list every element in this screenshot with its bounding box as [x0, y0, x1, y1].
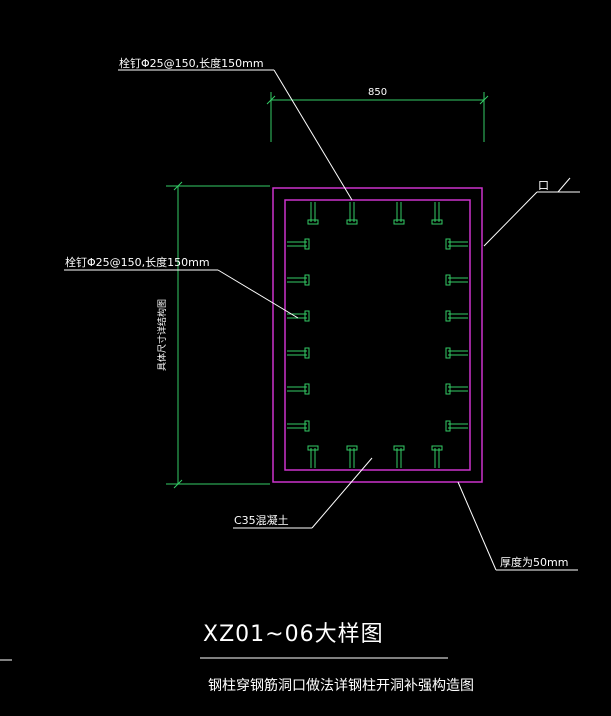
shear-studs — [287, 202, 468, 468]
inner-steel-plate — [284, 199, 471, 471]
leader-thickness — [457, 481, 578, 571]
shear-stud — [287, 347, 310, 359]
leader-stud-top — [118, 69, 353, 201]
thickness-label: 厚度为50mm — [500, 555, 568, 569]
shear-stud — [445, 274, 468, 286]
top-dimension — [266, 92, 489, 142]
shear-stud — [346, 445, 358, 468]
drawing-subtitle: 钢柱穿钢筋洞口做法详钢柱开洞补强构造图 — [208, 677, 474, 694]
shear-stud — [431, 445, 443, 468]
shear-stud — [445, 420, 468, 432]
dimension-width-text: 850 — [368, 87, 387, 98]
shear-stud — [393, 445, 405, 468]
shear-stud — [445, 238, 468, 250]
outer-steel-plate — [272, 187, 483, 483]
shear-stud — [393, 202, 405, 225]
shear-stud — [287, 310, 310, 322]
leader-stud-left — [64, 269, 299, 319]
mouth-label: 口 — [538, 179, 549, 192]
shear-stud — [307, 445, 319, 468]
shear-stud — [346, 202, 358, 225]
shear-stud — [307, 202, 319, 225]
shear-stud — [445, 310, 468, 322]
stud-left-label: 栓钉Φ25@150,长度150mm — [65, 255, 210, 269]
shear-stud — [287, 420, 310, 432]
shear-stud — [445, 383, 468, 395]
shear-stud — [445, 347, 468, 359]
stud-top-label: 栓钉Φ25@150,长度150mm — [119, 56, 264, 70]
left-dimension — [166, 181, 270, 489]
drawing-title: XZ01~06大样图 — [203, 622, 384, 647]
leader-concrete — [233, 457, 373, 529]
shear-stud — [431, 202, 443, 225]
shear-stud — [287, 274, 310, 286]
vertical-dimension-text: 具体尺寸详结构图 — [156, 299, 168, 371]
concrete-label: C35混凝土 — [234, 513, 289, 527]
shear-stud — [287, 238, 310, 250]
leader-mouth — [483, 177, 580, 247]
shear-stud — [287, 383, 310, 395]
